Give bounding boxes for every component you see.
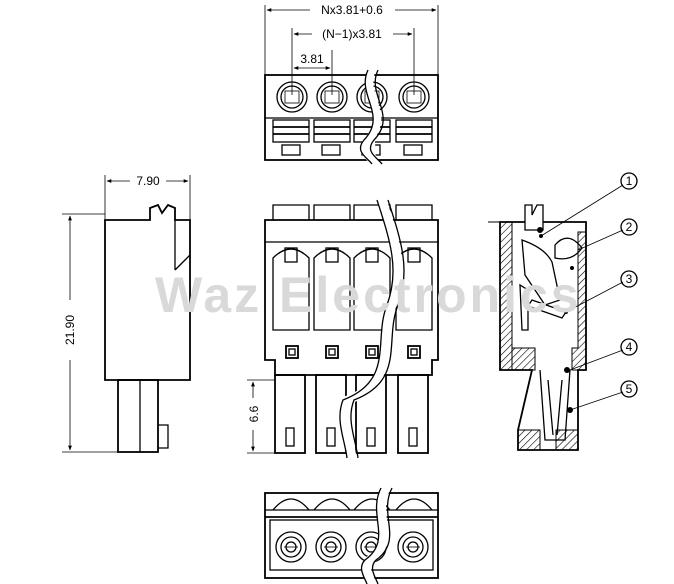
top-view: Nx3.81+0.6 (N−1)x3.81 3.81	[264, 3, 439, 167]
total-width-label: Nx3.81+0.6	[321, 3, 383, 17]
callout-2: 2	[620, 218, 638, 236]
side-width-label: 7.90	[136, 174, 160, 188]
callout-1-number: 1	[626, 174, 633, 188]
height-label: 21.90	[63, 315, 77, 345]
callout-4: 4	[620, 338, 638, 356]
callout-4-number: 4	[626, 340, 633, 354]
side-view: 7.90 21.90	[62, 174, 191, 453]
callout-2-number: 2	[626, 220, 633, 234]
pitch-span-label: (N−1)x3.81	[322, 27, 382, 41]
callout-5: 5	[620, 380, 638, 398]
callout-3: 3	[620, 270, 638, 288]
callout-1: 1	[620, 172, 638, 190]
callout-3-number: 3	[626, 272, 633, 286]
callout-5-number: 5	[626, 382, 633, 396]
pin-offset-label: 6.6	[247, 405, 261, 422]
bottom-view	[264, 485, 439, 584]
pitch-label: 3.81	[300, 52, 324, 66]
section-view: 1 2 3 4 5	[488, 172, 638, 451]
front-view: 6.6	[247, 198, 439, 459]
watermark-text: Waz Electronics	[155, 267, 582, 323]
